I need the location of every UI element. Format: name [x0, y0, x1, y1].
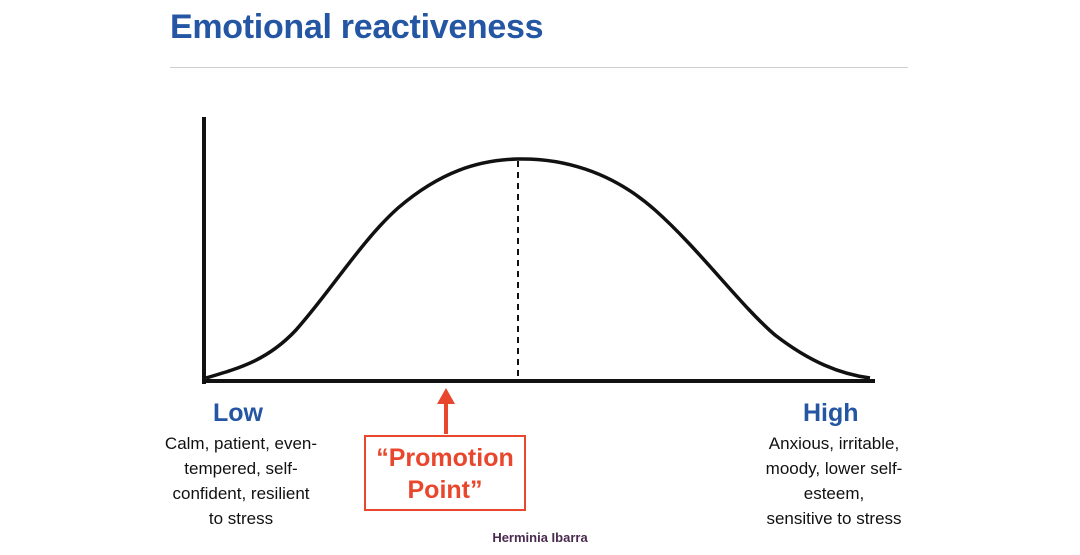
bell-curve: [205, 157, 871, 380]
low-description-line: to stress: [208, 509, 274, 528]
promotion-arrow-head: [437, 388, 455, 404]
low-description-line: tempered, self-: [184, 459, 298, 478]
page-title: Emotional reactiveness: [170, 8, 544, 46]
title-divider: [170, 67, 908, 68]
low-description: Calm, patient, even- tempered, self- con…: [150, 431, 332, 531]
promotion-point-box: “Promotion Point”: [364, 435, 526, 511]
high-description-line: Anxious, irritable,: [768, 434, 900, 453]
promotion-point-line: Point”: [407, 476, 483, 504]
low-description-line: Calm, patient, even-: [164, 434, 318, 453]
high-description-line: esteem,: [803, 484, 865, 503]
credit-text: Herminia Ibarra: [492, 530, 588, 545]
promotion-point-line: “Promotion: [376, 444, 514, 472]
low-label: Low: [213, 399, 263, 427]
high-description-line: moody, lower self-: [765, 459, 903, 478]
low-description-line: confident, resilient: [172, 484, 310, 503]
high-description-line: sensitive to stress: [766, 509, 902, 528]
high-label: High: [803, 399, 859, 427]
high-description: Anxious, irritable, moody, lower self- e…: [744, 431, 924, 531]
